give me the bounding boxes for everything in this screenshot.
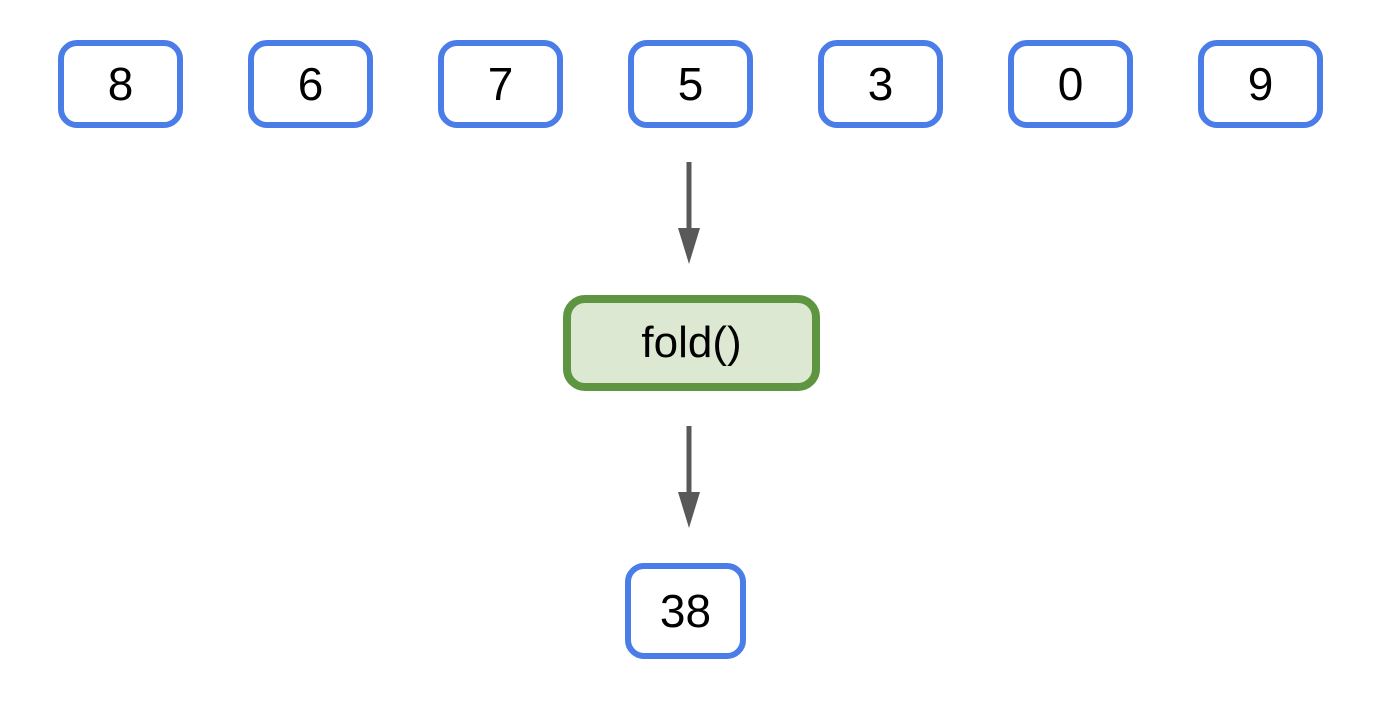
input-values-row: 8 6 7 5 3 0 9: [58, 40, 1323, 128]
input-value: 5: [677, 58, 704, 110]
input-value: 9: [1247, 58, 1274, 110]
down-arrow-icon: [678, 426, 700, 528]
fold-operation-label: fold(): [641, 318, 742, 367]
down-arrow-icon: [678, 162, 700, 264]
result-value: 38: [659, 585, 712, 637]
input-box: 7: [438, 40, 563, 128]
input-value: 7: [487, 58, 514, 110]
fold-operation-box: fold(): [563, 295, 820, 391]
input-box: 5: [628, 40, 753, 128]
input-value: 8: [107, 58, 134, 110]
input-box: 0: [1008, 40, 1133, 128]
input-value: 0: [1057, 58, 1084, 110]
input-box: 3: [818, 40, 943, 128]
input-box: 6: [248, 40, 373, 128]
input-box: 9: [1198, 40, 1323, 128]
input-box: 8: [58, 40, 183, 128]
input-value: 6: [297, 58, 324, 110]
input-value: 3: [867, 58, 894, 110]
result-box: 38: [625, 563, 746, 659]
